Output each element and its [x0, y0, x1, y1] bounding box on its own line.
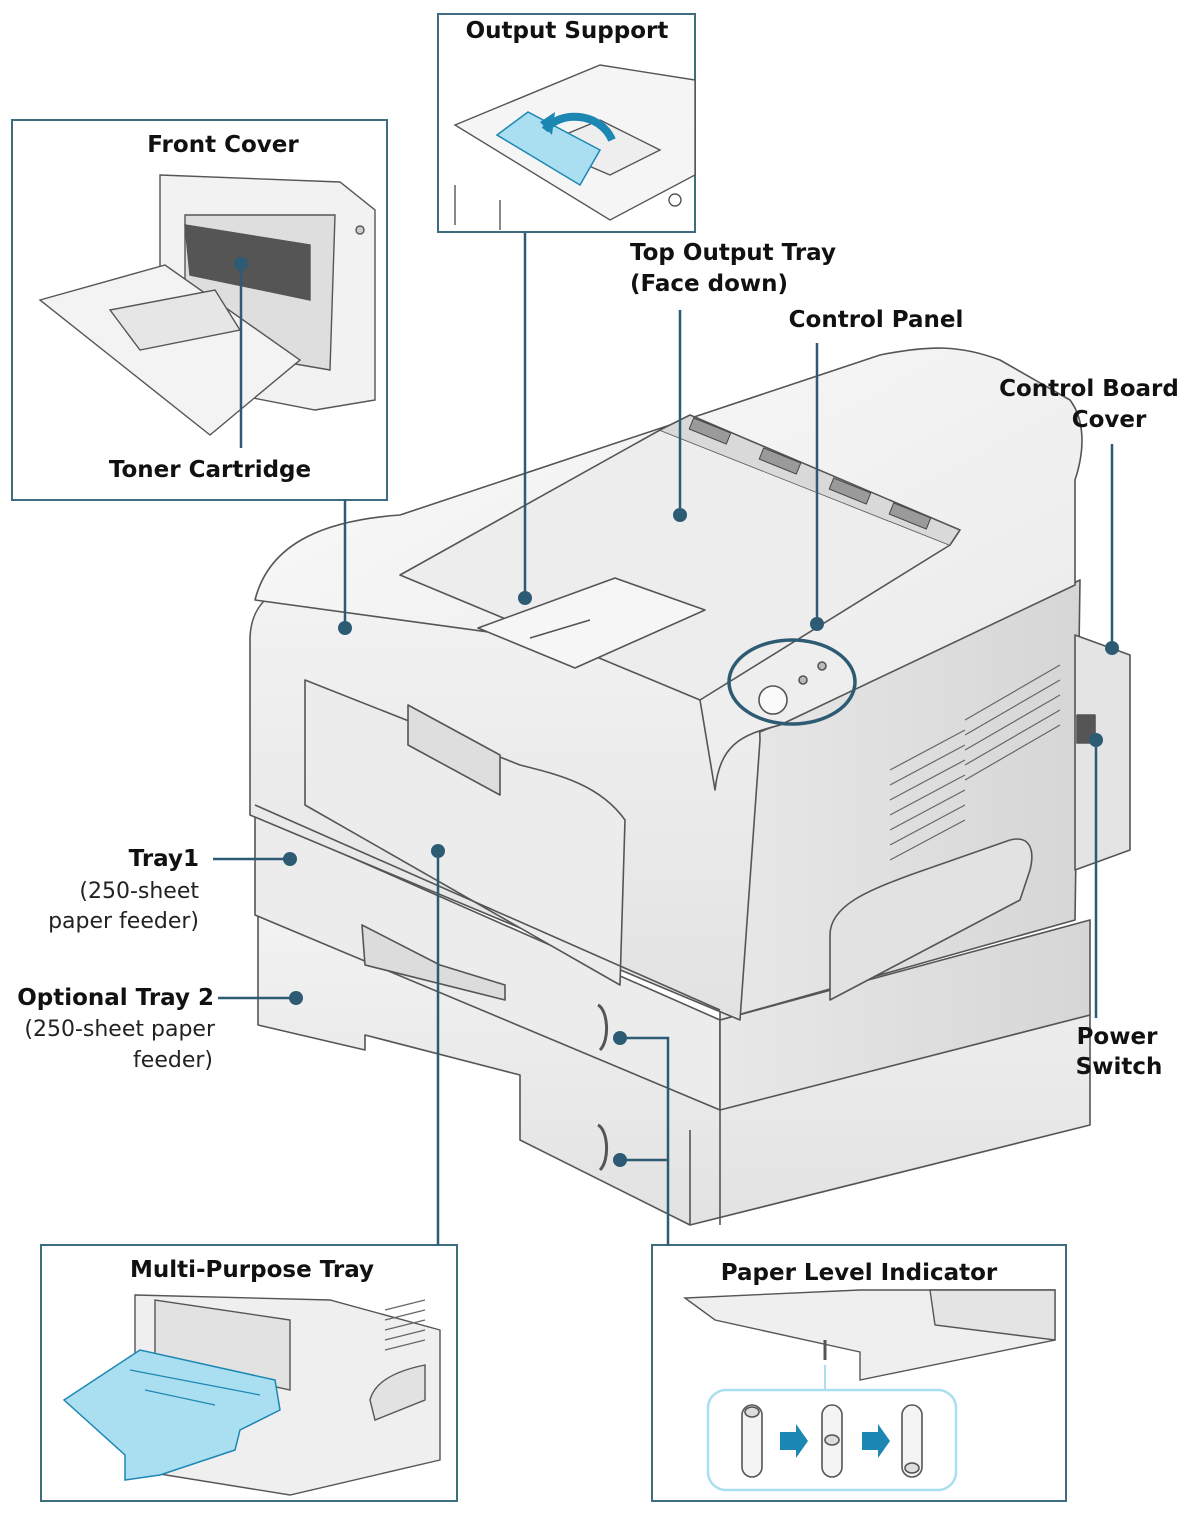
printer-body — [249, 347, 1131, 1226]
label-tray1-desc-1: (250-sheet — [79, 879, 199, 904]
leader-lines — [213, 233, 1114, 1245]
label-control-board-cover-2: Cover — [1071, 407, 1147, 433]
paper-level-gauges — [741, 1404, 923, 1478]
output-support-flap — [477, 577, 706, 669]
label-top-output-tray: Top Output Tray — [630, 240, 836, 266]
label-output-support: Output Support — [465, 18, 669, 44]
label-optional-tray-2-desc-1: (250-sheet paper — [24, 1017, 215, 1042]
label-control-panel: Control Panel — [788, 307, 964, 333]
label-power-switch: Power — [1076, 1024, 1158, 1050]
inset-front-cover — [11, 119, 388, 501]
label-toner-cartridge: Toner Cartridge — [108, 457, 312, 483]
inset-paper-level-indicator — [651, 1244, 1067, 1502]
inset-output-support — [437, 13, 696, 233]
label-power-switch-2: Switch — [1075, 1054, 1163, 1080]
label-paper-level-indicator: Paper Level Indicator — [720, 1260, 998, 1286]
inset-multi-purpose-tray — [40, 1244, 458, 1502]
label-tray1: Tray1 — [128, 846, 199, 872]
front-cover-panel — [304, 679, 626, 986]
label-front-cover: Front Cover — [147, 132, 299, 158]
callout-dots — [234, 257, 1119, 1167]
label-optional-tray-2-desc-2: feeder) — [133, 1048, 213, 1073]
control-panel-highlight — [727, 638, 857, 726]
label-optional-tray-2: Optional Tray 2 — [17, 985, 214, 1011]
label-tray1-desc-2: paper feeder) — [48, 909, 199, 934]
label-multi-purpose-tray: Multi-Purpose Tray — [129, 1257, 375, 1283]
label-control-board-cover: Control Board — [999, 376, 1179, 402]
control-board-box — [1074, 634, 1131, 871]
label-top-output-tray-sub: (Face down) — [630, 271, 789, 297]
